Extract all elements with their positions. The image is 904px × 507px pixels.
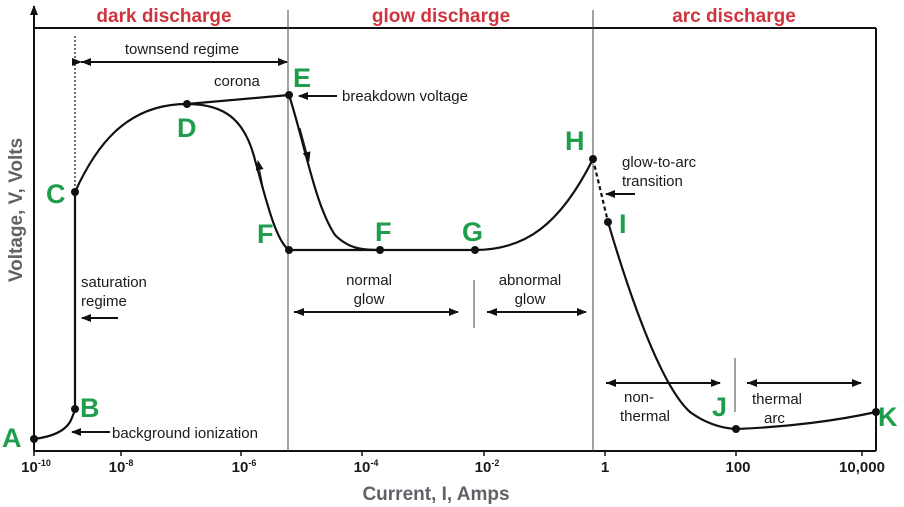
thermal-arc-arrow-left-head: [747, 379, 757, 387]
point-label-I: I: [619, 209, 627, 239]
curve-points: [30, 91, 880, 443]
normal-glow-label-1: normal: [346, 272, 392, 289]
point-label-F2: F: [375, 217, 392, 247]
point-D: [183, 100, 191, 108]
normal-glow-arrow-left-head: [294, 308, 304, 316]
townsend-label: townsend regime: [125, 41, 239, 58]
point-label-J: J: [712, 392, 727, 422]
point-H: [589, 155, 597, 163]
point-label-C: C: [46, 179, 66, 209]
region-dividers: [74, 10, 736, 451]
point-G: [471, 246, 479, 254]
abnormal-glow-arrow-left-head: [487, 308, 497, 316]
x-tick-100: 100: [725, 459, 750, 476]
point-label-D: D: [177, 113, 197, 143]
x-axis-label: Current, I, Amps: [362, 484, 509, 505]
saturation-label-2: regime: [81, 293, 127, 310]
curve-H-I-dashed: [591, 158, 610, 223]
point-E: [285, 91, 293, 99]
x-tick-1e-10: 10-10: [21, 458, 51, 476]
point-label-G: G: [462, 217, 483, 247]
point-I: [604, 218, 612, 226]
normal-glow-label-2: glow: [354, 291, 385, 308]
point-F1: [285, 246, 293, 254]
point-A: [30, 435, 38, 443]
x-ticks: [33, 451, 863, 456]
point-label-K: K: [878, 402, 898, 432]
curve-E-F: [287, 94, 381, 252]
nonthermal-label-2: thermal: [620, 408, 670, 425]
x-tick-1e-8: 10-8: [109, 458, 134, 476]
point-label-B: B: [80, 393, 100, 423]
saturation-label-1: saturation: [81, 274, 147, 291]
point-J: [732, 425, 740, 433]
x-tick-1: 1: [601, 459, 609, 476]
x-tick-1e-6: 10-6: [232, 458, 257, 476]
abnormal-glow-label-2: glow: [515, 291, 546, 308]
point-label-F1: F: [257, 219, 274, 249]
thermal-arc-label-1: thermal: [752, 391, 802, 408]
axes: [30, 5, 877, 452]
point-label-H: H: [565, 126, 585, 156]
curve-D-F: [186, 102, 290, 251]
glow-to-arc-label-2: transition: [622, 173, 683, 190]
nonthermal-arrow-left-head: [606, 379, 616, 387]
curve-I-J: [606, 221, 737, 431]
x-tick-1e-4: 10-4: [354, 458, 379, 476]
curve-arrow-up: [255, 160, 266, 199]
background-label: background ionization: [112, 425, 258, 442]
region-title-dark: dark discharge: [96, 6, 231, 27]
x-tick-10000: 10,000: [839, 459, 885, 476]
point-F2: [376, 246, 384, 254]
point-label-A: A: [2, 423, 22, 453]
curve-J-K: [735, 410, 877, 431]
curve-C-D: [73, 102, 188, 193]
y-axis-label: Voltage, V, Volts: [6, 138, 27, 282]
point-label-E: E: [293, 63, 311, 93]
curve-arrow-down: [299, 127, 311, 162]
abnormal-glow-label-1: abnormal: [499, 272, 562, 289]
breakdown-label: breakdown voltage: [342, 88, 468, 105]
point-C: [71, 188, 79, 196]
glow-to-arc-label-1: glow-to-arc: [622, 154, 697, 171]
region-title-arc: arc discharge: [672, 6, 796, 27]
iv-curve: [33, 93, 877, 441]
nonthermal-label-1: non-: [624, 389, 654, 406]
x-tick-1e-2: 10-2: [475, 458, 500, 476]
curve-D-E: [186, 93, 290, 106]
curve-G-H: [474, 158, 594, 252]
corona-label: corona: [214, 73, 261, 90]
curve-A-B: [33, 408, 77, 441]
townsend-arrow-left-head: [81, 58, 91, 66]
thermal-arc-label-2: arc: [764, 410, 785, 427]
point-B: [71, 405, 79, 413]
point-K: [872, 408, 880, 416]
region-title-glow: glow discharge: [372, 6, 510, 27]
